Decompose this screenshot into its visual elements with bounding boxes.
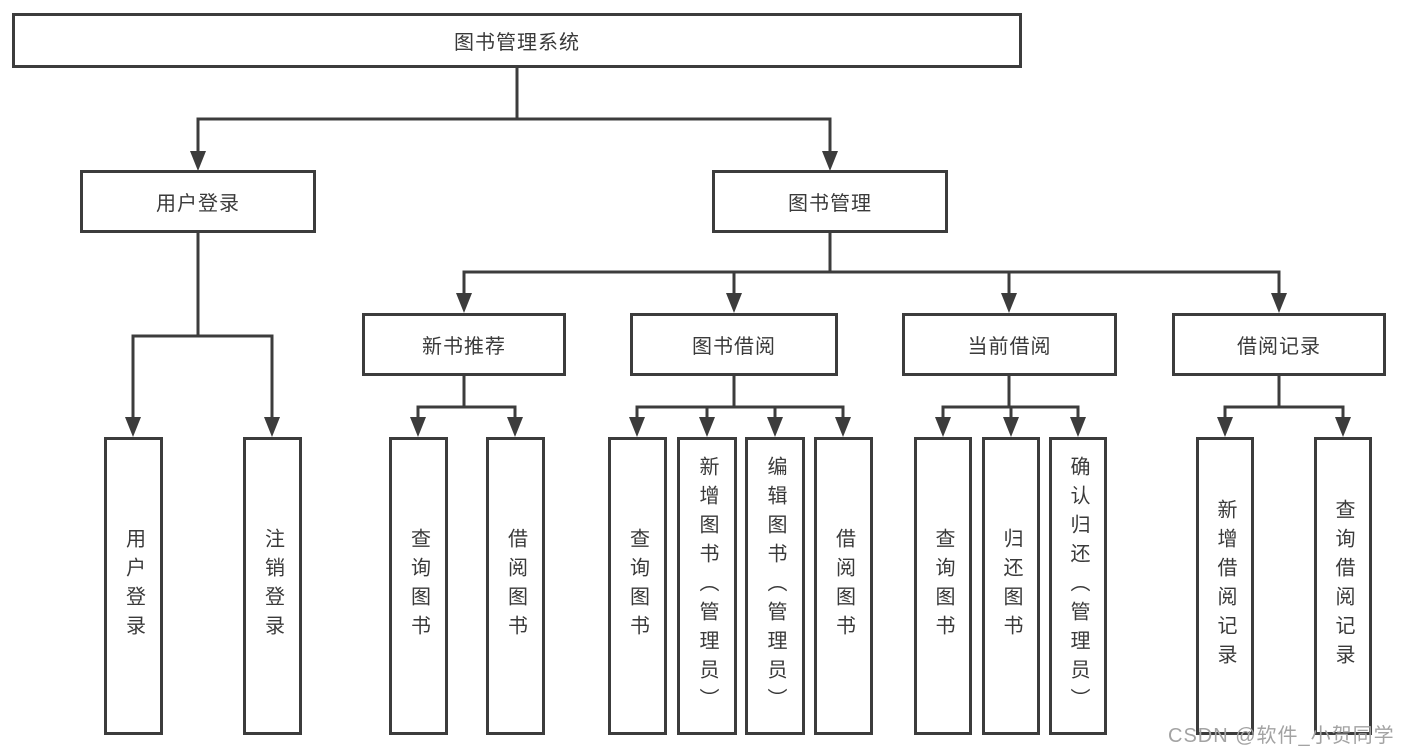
leaf-user-login: 用户登录 bbox=[104, 437, 163, 735]
leaf-logout-label: 注销登录 bbox=[261, 528, 284, 644]
leaf-logout: 注销登录 bbox=[243, 437, 302, 735]
node-book-management-label: 图书管理 bbox=[788, 193, 872, 215]
leaf-recommend-borrow-books-label: 借阅图书 bbox=[504, 528, 527, 644]
connector-book-mgmt-group bbox=[462, 231, 1281, 297]
connector-user-login-group bbox=[131, 231, 274, 420]
node-current-borrow: 当前借阅 bbox=[902, 313, 1117, 376]
leaf-borrow-books-label: 借阅图书 bbox=[832, 528, 855, 644]
leaf-current-query-books: 查询图书 bbox=[914, 437, 972, 735]
leaf-recommend-query-books-label: 查询图书 bbox=[407, 528, 430, 644]
connector-root-to-level2 bbox=[196, 66, 832, 155]
connector-book-borrow-group bbox=[635, 374, 845, 420]
node-root: 图书管理系统 bbox=[12, 13, 1022, 68]
node-book-borrow: 图书借阅 bbox=[630, 313, 838, 376]
node-borrow-records-label: 借阅记录 bbox=[1237, 336, 1321, 358]
connector-current-borrow-group bbox=[941, 374, 1080, 420]
leaf-edit-books-admin: 编辑图书（管理员） bbox=[745, 437, 805, 735]
node-book-borrow-label: 图书借阅 bbox=[692, 336, 776, 358]
leaf-add-borrow-record: 新增借阅记录 bbox=[1196, 437, 1254, 735]
connector-borrow-records-group bbox=[1223, 374, 1345, 420]
leaf-user-login-label: 用户登录 bbox=[122, 528, 145, 644]
node-user-login: 用户登录 bbox=[80, 170, 316, 233]
leaf-current-query-books-label: 查询图书 bbox=[932, 528, 954, 644]
leaf-recommend-query-books: 查询图书 bbox=[389, 437, 448, 735]
leaf-confirm-return-admin: 确认归还（管理员） bbox=[1049, 437, 1107, 735]
node-new-book-recommend: 新书推荐 bbox=[362, 313, 566, 376]
leaf-confirm-return-admin-label: 确认归还（管理员） bbox=[1067, 455, 1089, 717]
leaf-borrow-query-books: 查询图书 bbox=[608, 437, 667, 735]
leaf-query-borrow-record: 查询借阅记录 bbox=[1314, 437, 1372, 735]
leaf-return-books: 归还图书 bbox=[982, 437, 1040, 735]
node-current-borrow-label: 当前借阅 bbox=[967, 336, 1052, 358]
node-new-book-recommend-label: 新书推荐 bbox=[422, 336, 506, 358]
leaf-return-books-label: 归还图书 bbox=[1000, 528, 1022, 644]
leaf-add-books-admin: 新增图书（管理员） bbox=[677, 437, 737, 735]
node-borrow-records: 借阅记录 bbox=[1172, 313, 1386, 376]
leaf-borrow-books: 借阅图书 bbox=[814, 437, 873, 735]
node-user-login-label: 用户登录 bbox=[156, 193, 240, 215]
arrowheads bbox=[125, 151, 1351, 437]
leaf-recommend-borrow-books: 借阅图书 bbox=[486, 437, 545, 735]
node-root-label: 图书管理系统 bbox=[454, 32, 580, 54]
leaf-edit-books-admin-label: 编辑图书（管理员） bbox=[764, 455, 786, 717]
csdn-watermark: CSDN @软件_小贺同学 bbox=[1168, 725, 1395, 747]
leaf-add-books-admin-label: 新增图书（管理员） bbox=[696, 455, 718, 717]
leaf-query-borrow-record-label: 查询借阅记录 bbox=[1332, 499, 1354, 673]
leaf-borrow-query-books-label: 查询图书 bbox=[626, 528, 649, 644]
node-book-management: 图书管理 bbox=[712, 170, 948, 233]
connector-new-book-group bbox=[416, 374, 517, 420]
leaf-add-borrow-record-label: 新增借阅记录 bbox=[1214, 499, 1236, 673]
